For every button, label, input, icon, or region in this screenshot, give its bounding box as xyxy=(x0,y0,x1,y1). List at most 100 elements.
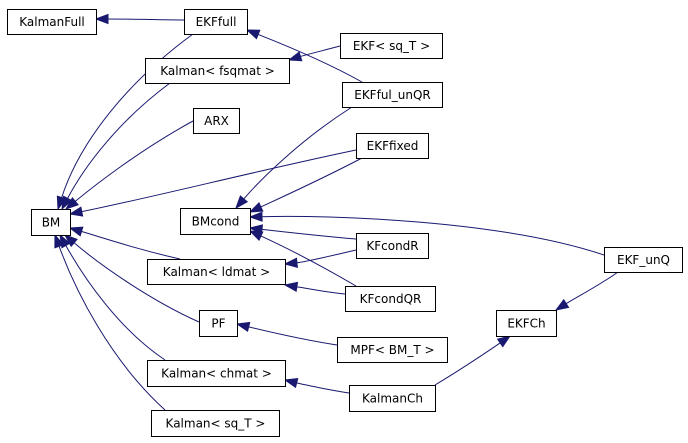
arrowhead xyxy=(248,230,264,241)
node-box xyxy=(349,385,436,412)
arrowhead xyxy=(235,321,251,333)
node-label: KFcondR xyxy=(366,239,418,253)
arrowhead xyxy=(61,195,73,211)
edge-line xyxy=(58,245,166,411)
edge-MPF_BM_T-to-PF xyxy=(235,321,338,346)
class-node-kfcondqr[interactable]: KFcondQR xyxy=(345,286,436,312)
node-label: BMcond xyxy=(192,215,240,229)
edge-line xyxy=(260,228,357,240)
edge-line xyxy=(80,230,181,260)
node-label: BM xyxy=(42,216,61,230)
class-node-kalman-chmat[interactable]: Kalman< chmat > xyxy=(147,360,286,387)
node-label: KFcondQR xyxy=(360,292,422,306)
class-node-bmcond[interactable]: BMcond xyxy=(180,208,251,235)
node-box xyxy=(604,247,683,273)
edge-line xyxy=(80,149,357,213)
edge-line xyxy=(66,82,171,200)
node-label: EKF_unQ xyxy=(617,253,670,267)
node-label: Kalman< sq_T > xyxy=(166,417,266,431)
edge-EKFful_unQR-to-BMcond xyxy=(235,106,353,210)
class-node-pf[interactable]: PF xyxy=(199,310,238,337)
class-node-ekffull[interactable]: EKFfull xyxy=(184,9,248,35)
edge-EKF_sq_T-to-Kalman_fsqmat xyxy=(287,45,341,62)
edge-line xyxy=(242,106,353,200)
class-node-ekfch[interactable]: EKFCh xyxy=(496,310,557,337)
edge-KalmanCh-to-Kalman_chmat xyxy=(283,377,350,394)
node-box xyxy=(147,259,286,285)
edge-line xyxy=(295,249,357,264)
edge-KFcondR-to-Kalman_ldmat xyxy=(283,249,357,268)
edge-EKF_unQ-to-EKFCh xyxy=(554,271,619,311)
edge-ARX-to-BM xyxy=(64,120,194,210)
class-node-ekffixed[interactable]: EKFfixed xyxy=(356,133,429,159)
class-node-kalmanch[interactable]: KalmanCh xyxy=(349,385,436,412)
edge-KFcondQR-to-BMcond xyxy=(248,230,357,287)
node-box xyxy=(337,337,448,363)
edge-line xyxy=(257,33,363,83)
edge-PF-to-BM xyxy=(63,234,200,323)
class-node-kalman-fsqmat[interactable]: Kalman< fsqmat > xyxy=(145,58,290,84)
node-label: Kalman< ldmat > xyxy=(163,265,270,279)
edge-Kalman_chmat-to-BM xyxy=(59,233,166,361)
edges-layer xyxy=(54,13,619,411)
edge-EKFful_unQR-to-EKFfull xyxy=(245,29,363,83)
class-node-bm[interactable]: BM xyxy=(31,209,71,236)
node-box xyxy=(199,310,238,337)
node-label: ARX xyxy=(204,114,229,128)
edge-line xyxy=(247,326,338,346)
class-node-ekfful-unqr[interactable]: EKFful_unQR xyxy=(342,82,443,108)
edge-line xyxy=(260,215,605,256)
class-node-kfcondr[interactable]: KFcondR xyxy=(356,233,429,259)
edge-EKFfull-to-KalmanFull xyxy=(94,13,185,25)
node-box xyxy=(180,208,251,235)
edge-KFcondQR-to-Kalman_ldmat xyxy=(283,281,346,295)
class-node-kalman-ldmat[interactable]: Kalman< ldmat > xyxy=(147,259,286,285)
arrowhead xyxy=(283,377,299,389)
node-label: EKFful_unQR xyxy=(354,88,431,102)
arrowhead xyxy=(287,51,303,62)
edge-line xyxy=(259,157,363,208)
arrowhead xyxy=(64,197,79,210)
edge-line xyxy=(299,45,341,58)
arrowhead xyxy=(54,233,65,249)
edge-Kalman_ldmat-to-BM xyxy=(68,226,181,260)
class-node-arx[interactable]: ARX xyxy=(193,108,240,134)
node-label: PF xyxy=(211,317,225,331)
edge-Kalman_fsqmat-to-BM xyxy=(61,82,171,211)
class-node-kalman-sq-t[interactable]: Kalman< sq_T > xyxy=(151,410,280,437)
node-box xyxy=(356,133,429,159)
node-label: KalmanCh xyxy=(362,392,423,406)
node-box xyxy=(31,209,71,236)
edge-EKF_unQ-to-BMcond xyxy=(248,211,605,256)
arrowhead xyxy=(283,281,299,293)
class-node-kalmanfull[interactable]: KalmanFull xyxy=(7,9,97,35)
edge-Kalman_sq_T-to-BM xyxy=(54,233,166,411)
edge-line xyxy=(259,235,357,287)
edge-line xyxy=(295,382,350,394)
node-label: EKFfull xyxy=(196,15,237,29)
edge-line xyxy=(434,341,502,386)
node-box xyxy=(147,360,286,387)
node-box xyxy=(7,9,97,35)
arrowhead xyxy=(68,226,84,237)
node-box xyxy=(356,233,429,259)
edge-line xyxy=(74,120,194,203)
arrowhead xyxy=(235,195,249,210)
node-box xyxy=(151,410,280,437)
node-label: EKFfixed xyxy=(367,139,419,153)
edge-line xyxy=(106,18,185,21)
arrowhead xyxy=(245,29,261,40)
arrowhead xyxy=(68,206,84,217)
node-box xyxy=(340,33,443,59)
edge-KFcondR-to-BMcond xyxy=(248,224,357,240)
class-node-mpf-bm-t[interactable]: MPF< BM_T > xyxy=(337,337,448,363)
edge-KalmanCh-to-EKFCh xyxy=(434,335,512,386)
arrowhead xyxy=(63,234,78,248)
node-label: Kalman< fsqmat > xyxy=(160,64,275,78)
class-node-ekf-unq[interactable]: EKF_unQ xyxy=(604,247,683,273)
class-node-ekf-sq-t[interactable]: EKF< sq_T > xyxy=(340,33,443,59)
arrowhead xyxy=(554,298,570,311)
arrowhead xyxy=(248,211,263,222)
